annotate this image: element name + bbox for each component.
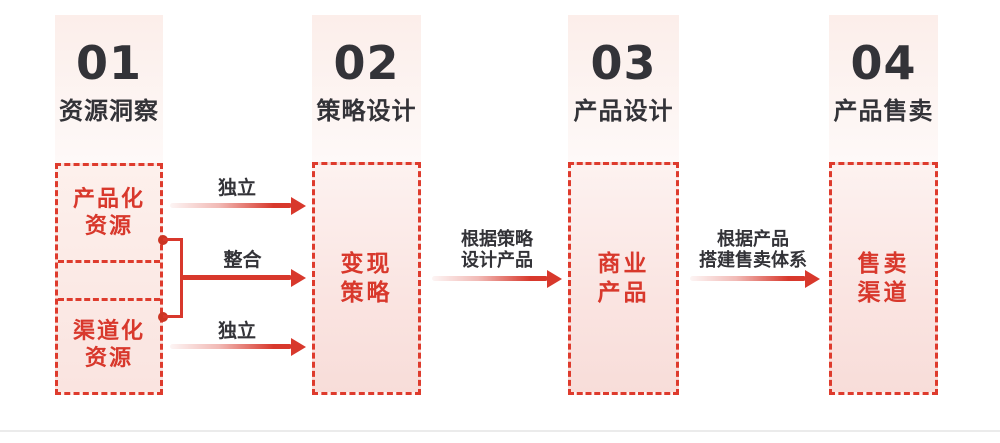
stage-3-title: 产品设计 [573,97,674,125]
resources-box-divider-bottom [58,298,160,301]
monetization-strategy-line1: 变现 [340,251,393,277]
resources-box-divider-top [58,260,160,263]
strategy-note-line1: 根据策略 [461,229,533,250]
sales-channel-line2: 渠道 [857,280,910,306]
channelized-resources-line2: 资源 [84,346,133,371]
stage-1-number: 01 [75,36,142,90]
bracket-stub-top [163,238,183,241]
product-note-line2: 搭建售卖体系 [699,250,807,271]
stage-1-title: 资源洞察 [59,97,159,125]
label-independent-bottom: 独立 [217,320,256,342]
stage-3-number: 03 [590,36,657,90]
commercial-product-label: 商业 产品 [568,250,679,308]
channelized-resources-label: 渠道化 资源 [55,318,163,372]
stage-4-number: 04 [850,36,917,90]
monetization-strategy-line2: 策略 [340,280,393,306]
label-independent-top: 独立 [217,177,256,199]
productized-resources-line1: 产品化 [72,187,145,212]
sales-channel-line1: 售卖 [857,251,910,277]
sales-channel-box [829,162,938,395]
productized-resources-line2: 资源 [84,214,133,239]
commercial-product-line1: 商业 [597,251,650,277]
channelized-resources-line1: 渠道化 [72,319,145,344]
product-note-line1: 根据产品 [717,229,789,250]
bracket-stub-bottom [163,315,183,318]
arrow-independent-top [170,203,292,208]
arrow-strategy-to-product [432,276,548,281]
monetization-strategy-label: 变现 策略 [312,250,421,308]
stage-2-title: 策略设计 [316,97,417,125]
arrow-independent-bottom [170,344,292,349]
label-integrate: 整合 [223,249,262,271]
strategy-note-line2: 设计产品 [461,250,533,271]
monetization-strategy-box [312,162,421,395]
resources-box-group [55,163,163,395]
commercial-product-line2: 产品 [597,280,650,306]
label-product-note: 根据产品 搭建售卖体系 [688,229,818,271]
productized-resources-label: 产品化 资源 [55,186,163,240]
label-strategy-note: 根据策略 设计产品 [432,229,562,271]
commercial-product-box [568,162,679,395]
arrow-product-to-channel [690,276,806,281]
arrow-integrate [181,275,292,280]
stage-2-number: 02 [333,36,400,90]
sales-channel-label: 售卖 渠道 [829,250,938,308]
bottom-divider [0,430,1000,432]
stage-4-title: 产品售卖 [833,97,934,125]
